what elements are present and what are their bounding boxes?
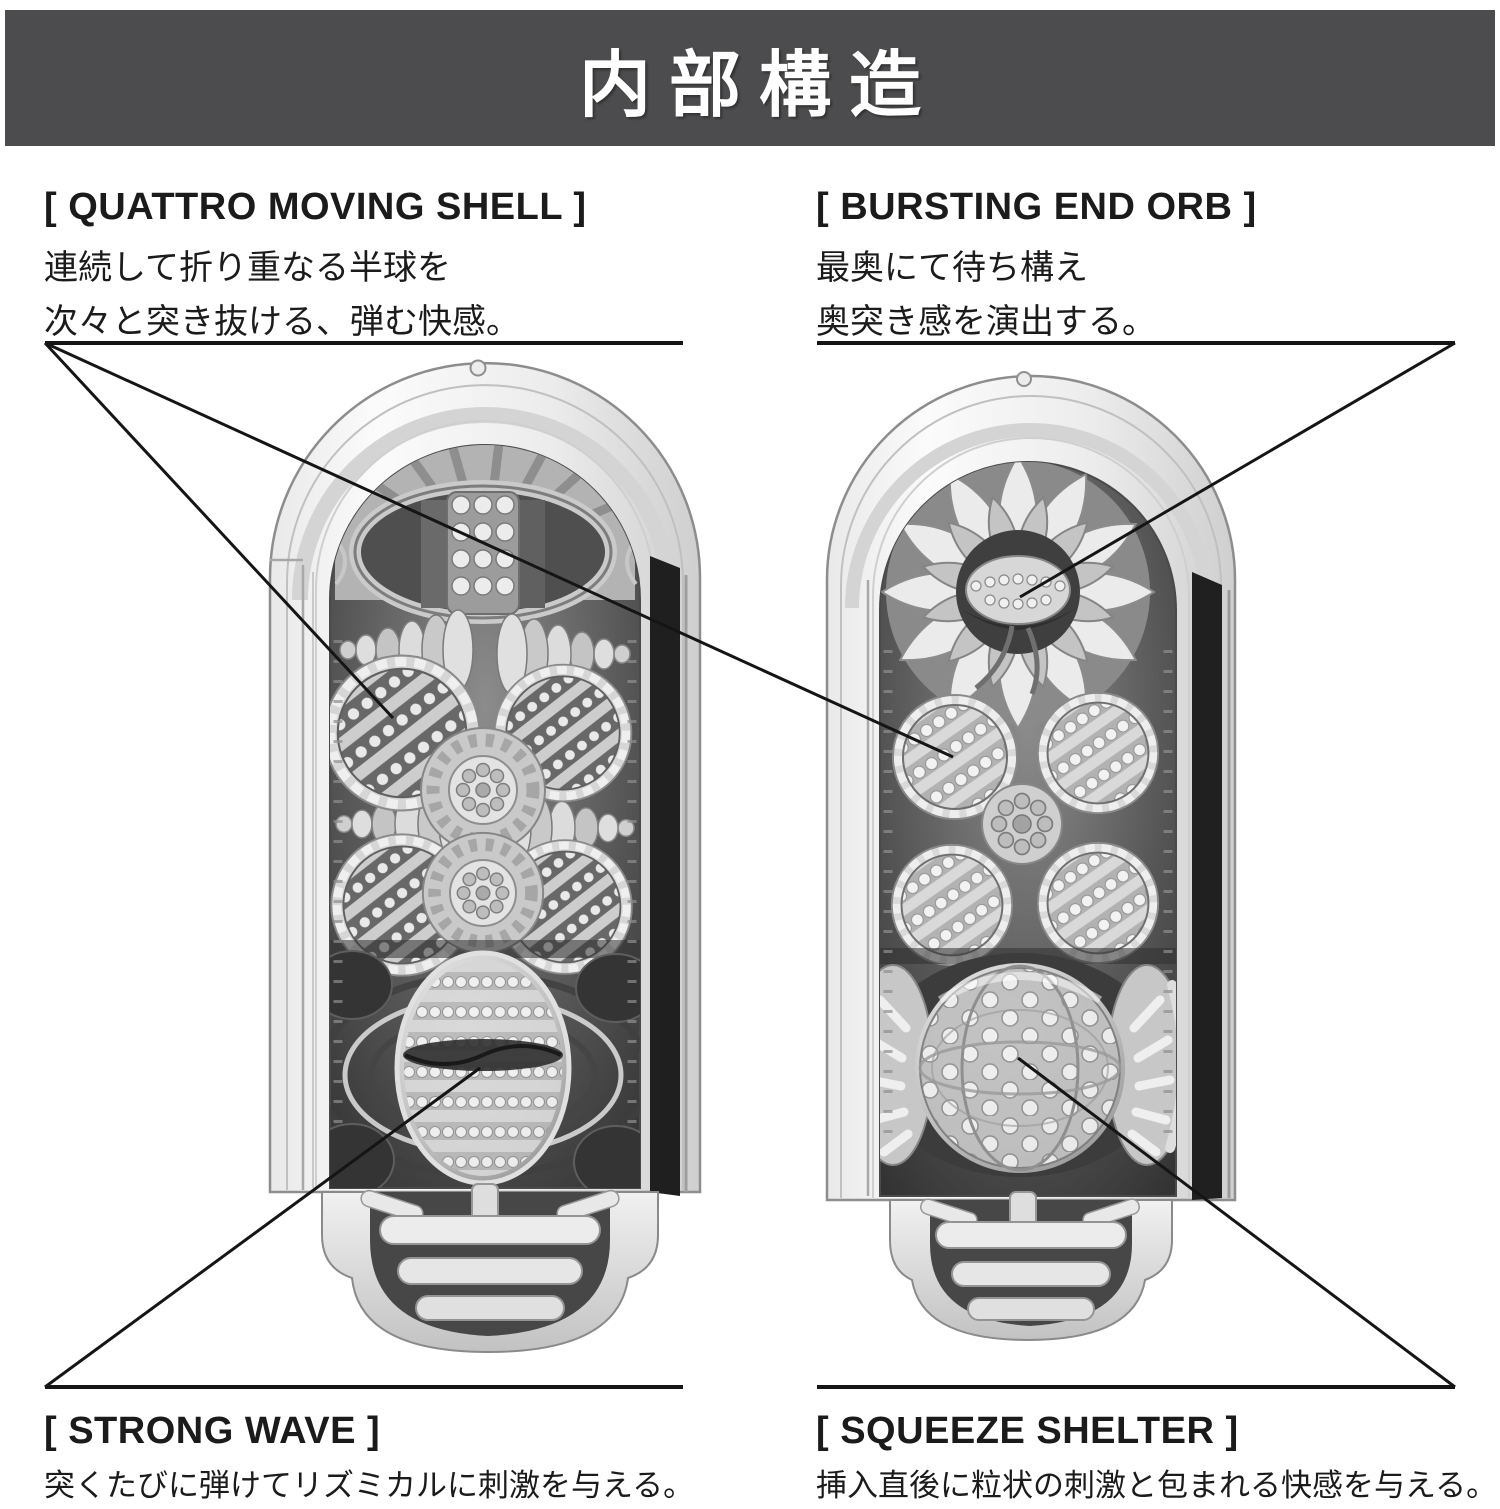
left-cap-nub-icon xyxy=(469,359,487,377)
squeeze-description: 挿入直後に粒状の刺激と包まれる快感を与える。 xyxy=(816,1463,1497,1509)
squeeze-title: [ SQUEEZE SHELTER ] xyxy=(816,1410,1239,1452)
callout-line-quattro-right xyxy=(44,341,954,759)
strong-desc-line: 突くたびに弾けてリズミカルに刺激を与える。 xyxy=(44,1468,695,1503)
section-quattro-moving-shell: [ QUATTRO MOVING SHELL ] 連続して折り重なる半球を 次々… xyxy=(44,186,587,349)
squeeze-desc-line: 挿入直後に粒状の刺激と包まれる快感を与える。 xyxy=(816,1468,1498,1503)
annotation-lines xyxy=(43,341,1456,1389)
strong-title: [ STRONG WAVE ] xyxy=(44,1410,381,1452)
section-bursting-end-orb: [ BURSTING END ORB ] 最奥にて待ち構え 奥突き感を演出する。 xyxy=(816,186,1257,349)
left-figure-base xyxy=(321,1183,659,1354)
section-strong-wave: [ STRONG WAVE ] 突くたびに弾けてリズミカルに刺激を与える。 xyxy=(44,1410,694,1509)
right-hinge-slab xyxy=(1192,572,1222,1200)
page-title: 内部構造 xyxy=(578,45,939,126)
bursting-desc-line-2: 奥突き感を演出する。 xyxy=(816,303,1156,341)
bursting-title: [ BURSTING END ORB ] xyxy=(816,186,1257,228)
header-banner: 内部構造 xyxy=(5,10,1495,146)
quattro-description: 連続して折り重なる半球を 次々と突き抜ける、弾む快感。 xyxy=(44,241,587,349)
left-figure-illustration xyxy=(268,359,702,1354)
quattro-title: [ QUATTRO MOVING SHELL ] xyxy=(44,186,587,228)
quattro-desc-line-2: 次々と突き抜ける、弾む快感。 xyxy=(44,303,520,341)
strong-description: 突くたびに弾けてリズミカルに刺激を与える。 xyxy=(44,1463,694,1509)
callout-line-strong xyxy=(44,1066,481,1389)
callout-line-squeeze xyxy=(1017,1056,1456,1389)
callout-line-bursting xyxy=(1019,341,1456,599)
quattro-shell-dome xyxy=(334,445,638,624)
bursting-end-orb xyxy=(881,462,1155,729)
right-cap-nub-icon xyxy=(1016,371,1032,387)
right-figure-base xyxy=(889,1191,1173,1342)
right-dotted-orbs xyxy=(892,693,1158,965)
bursting-desc-line-1: 最奥にて待ち構え xyxy=(816,249,1088,287)
section-squeeze-shelter: [ SQUEEZE SHELTER ] 挿入直後に粒状の刺激と包まれる快感を与え… xyxy=(816,1410,1497,1509)
right-figure-illustration xyxy=(825,371,1237,1342)
left-hinge-slab xyxy=(650,556,680,1196)
callout-line-quattro-left xyxy=(43,341,395,720)
quattro-desc-line-1: 連続して折り重なる半球を xyxy=(44,249,451,287)
bursting-description: 最奥にて待ち構え 奥突き感を演出する。 xyxy=(816,241,1257,349)
squeeze-shelter-orb xyxy=(880,953,1187,1177)
strong-wave-orb xyxy=(330,950,640,1188)
